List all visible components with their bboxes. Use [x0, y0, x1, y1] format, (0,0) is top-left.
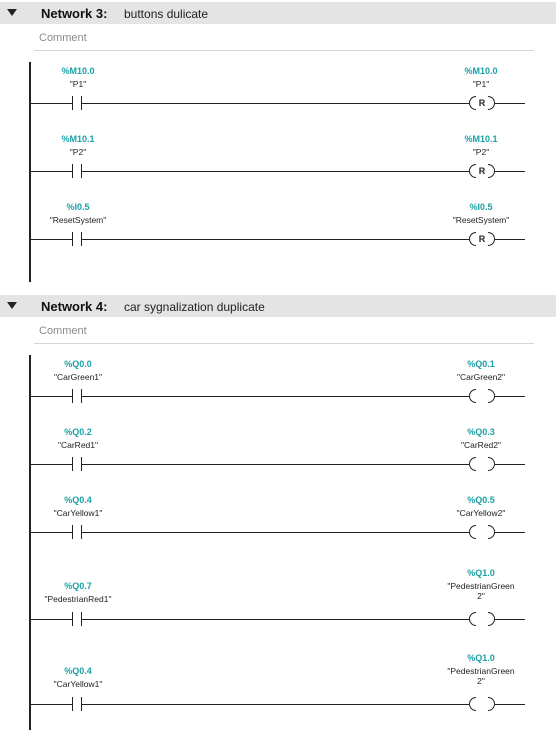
output-coil[interactable] [469, 611, 495, 627]
coil-address: %Q0.5 [467, 495, 495, 505]
no-contact[interactable] [72, 697, 82, 711]
network-comment[interactable]: Comment [34, 29, 534, 51]
no-contact[interactable] [72, 457, 82, 471]
coil-symbol: "CarRed2" [460, 440, 502, 450]
rung-wire [31, 239, 525, 240]
rung-wire [31, 704, 525, 705]
coil-symbol-line1: "PedestrianGreen [447, 666, 515, 676]
no-contact[interactable] [72, 232, 82, 246]
coil-address: %Q0.3 [467, 427, 495, 437]
output-coil[interactable] [469, 524, 495, 540]
rung: %Q0.4 "CarYellow1" %Q0.5 "CarYellow2" [0, 493, 556, 563]
coil-address: %I0.5 [469, 202, 493, 212]
rung-wire [31, 532, 525, 533]
output-coil[interactable] [469, 388, 495, 404]
contact-address: %I0.5 [66, 202, 90, 212]
power-rail [29, 355, 31, 730]
output-coil[interactable] [469, 456, 495, 472]
coil-symbol: "CarYellow2" [456, 508, 506, 518]
contact-symbol: "PedestrianRed1" [44, 594, 112, 604]
rung: %M10.0 "P1" %M10.0 "P1" R [0, 64, 556, 134]
coil-symbol: "P1" [472, 79, 490, 89]
contact-symbol: "P1" [69, 79, 87, 89]
collapse-toggle-icon[interactable] [7, 302, 17, 309]
reset-coil[interactable]: R [469, 231, 495, 247]
rung: %Q0.0 "CarGreen1" %Q0.1 "CarGreen2" [0, 357, 556, 427]
collapse-toggle-icon[interactable] [7, 9, 17, 16]
coil-symbol: "CarGreen2" [456, 372, 506, 382]
reset-coil[interactable]: R [469, 95, 495, 111]
comment-placeholder: Comment [39, 325, 87, 337]
contact-address: %Q0.4 [64, 495, 92, 505]
rung-wire [31, 464, 525, 465]
contact-address: %M10.1 [61, 134, 95, 144]
network-title[interactable]: buttons dulicate [124, 7, 209, 21]
contact-symbol: "P2" [69, 147, 87, 157]
no-contact[interactable] [72, 389, 82, 403]
rung-wire [31, 171, 525, 172]
rung-wire [31, 619, 525, 620]
coil-address: %Q0.1 [467, 359, 495, 369]
rung-wire [31, 396, 525, 397]
rung: %M10.1 "P2" %M10.1 "P2" R [0, 132, 556, 202]
reset-coil[interactable]: R [469, 163, 495, 179]
coil-address: %Q1.0 [467, 568, 495, 578]
comment-placeholder: Comment [39, 32, 87, 44]
coil-symbol-line1: "PedestrianGreen [447, 581, 515, 591]
network-number: Network 3: [41, 6, 108, 21]
contact-address: %M10.0 [61, 66, 95, 76]
contact-symbol: "CarYellow1" [53, 679, 103, 689]
contact-symbol: "ResetSystem" [49, 215, 107, 225]
network-comment[interactable]: Comment [34, 322, 534, 344]
rung-wire [31, 103, 525, 104]
contact-symbol: "CarRed1" [57, 440, 99, 450]
rung: %Q0.7 "PedestrianRed1" %Q1.0 "Pedestrian… [0, 566, 556, 646]
contact-address: %Q0.0 [64, 359, 92, 369]
contact-address: %Q0.2 [64, 427, 92, 437]
coil-address: %M10.0 [464, 66, 498, 76]
contact-symbol: "CarGreen1" [53, 372, 103, 382]
no-contact[interactable] [72, 612, 82, 626]
network-title[interactable]: car sygnalization duplicate [124, 300, 265, 314]
no-contact[interactable] [72, 96, 82, 110]
network-4-header[interactable]: Network 4: car sygnalization duplicate [0, 295, 556, 317]
contact-symbol: "CarYellow1" [53, 508, 103, 518]
rung: %Q0.4 "CarYellow1" %Q1.0 "PedestrianGree… [0, 651, 556, 729]
power-rail [29, 62, 31, 282]
contact-address: %Q0.4 [64, 666, 92, 676]
coil-symbol-line2: 2" [477, 676, 485, 686]
coil-address: %Q1.0 [467, 653, 495, 663]
coil-symbol: "ResetSystem" [452, 215, 510, 225]
no-contact[interactable] [72, 525, 82, 539]
network-3-header[interactable]: Network 3: buttons dulicate [0, 2, 556, 24]
rung: %Q0.2 "CarRed1" %Q0.3 "CarRed2" [0, 425, 556, 495]
rung: %I0.5 "ResetSystem" %I0.5 "ResetSystem" … [0, 200, 556, 270]
coil-symbol-line2: 2" [477, 591, 485, 601]
contact-address: %Q0.7 [64, 581, 92, 591]
output-coil[interactable] [469, 696, 495, 712]
coil-symbol: "P2" [472, 147, 490, 157]
coil-address: %M10.1 [464, 134, 498, 144]
network-number: Network 4: [41, 299, 108, 314]
no-contact[interactable] [72, 164, 82, 178]
